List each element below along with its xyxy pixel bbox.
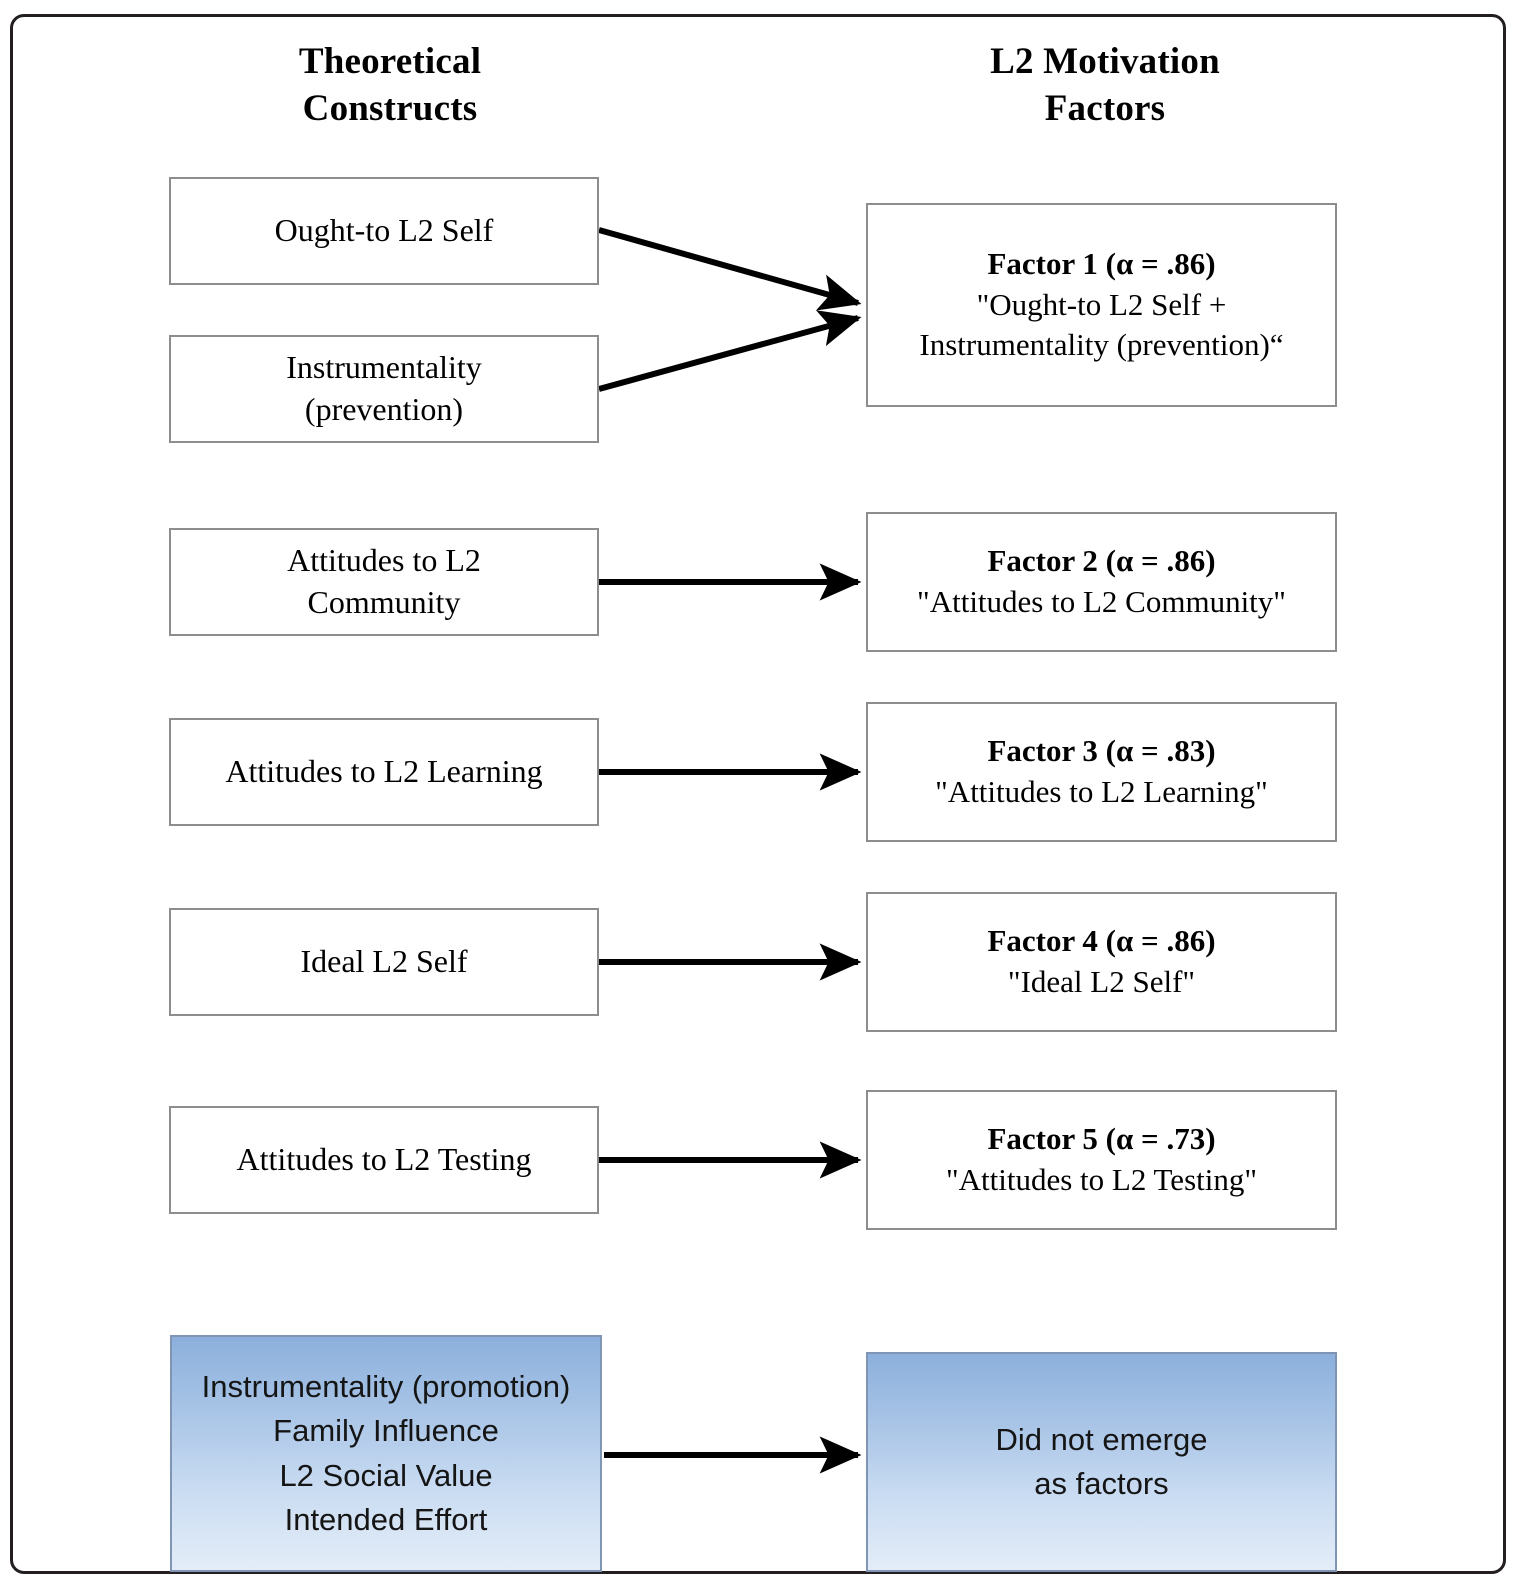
construct-box-instrumentality-prevention[interactable]: Instrumentality(prevention)	[169, 335, 599, 443]
construct-label: Attitudes to L2 Learning	[225, 753, 543, 790]
construct-box-ideal-l2-self[interactable]: Ideal L2 Self	[169, 908, 599, 1016]
arrow-instrumentality-prevention-to-factor-1	[598, 310, 862, 392]
factor-name: "Attitudes to L2 Testing"	[945, 1162, 1258, 1197]
factor-box-factor-5[interactable]: Factor 5 (α = .73) "Attitudes to L2 Test…	[866, 1090, 1337, 1230]
factor-title: Factor 5 (α = .73)	[987, 1121, 1216, 1157]
factor-title: Factor 3 (α = .83)	[987, 733, 1216, 769]
factor-title: Factor 4 (α = .86)	[987, 923, 1216, 959]
construct-box-attitudes-to-l2-learning[interactable]: Attitudes to L2 Learning	[169, 718, 599, 826]
construct-box-attitudes-to-l2-testing[interactable]: Attitudes to L2 Testing	[169, 1106, 599, 1214]
construct-label: Instrumentality(prevention)	[286, 349, 482, 427]
factor-box-factor-3[interactable]: Factor 3 (α = .83) "Attitudes to L2 Lear…	[866, 702, 1337, 842]
factor-name: "Attitudes to L2 Learning"	[935, 774, 1268, 809]
factor-name: "Ought-to L2 Self +Instrumentality (prev…	[919, 286, 1284, 363]
factor-box-factor-1[interactable]: Factor 1 (α = .86) "Ought-to L2 Self +In…	[866, 203, 1337, 407]
non-emerging-constructs-label: Instrumentality (promotion)Family Influe…	[201, 1369, 571, 1537]
construct-label: Ought-to L2 Self	[274, 212, 494, 249]
non-emerging-constructs-box[interactable]: Instrumentality (promotion)Family Influe…	[170, 1335, 602, 1572]
factor-name: "Ideal L2 Self"	[1007, 964, 1196, 999]
factor-box-factor-2[interactable]: Factor 2 (α = .86) "Attitudes to L2 Comm…	[866, 512, 1337, 652]
construct-label: Ideal L2 Self	[300, 943, 468, 980]
construct-label: Attitudes to L2 Testing	[236, 1141, 532, 1178]
factor-title: Factor 1 (α = .86)	[987, 245, 1216, 281]
construct-box-ought-to-l2-self[interactable]: Ought-to L2 Self	[169, 177, 599, 285]
factor-box-factor-4[interactable]: Factor 4 (α = .86) "Ideal L2 Self"	[866, 892, 1337, 1032]
factor-name: "Attitudes to L2 Community"	[917, 584, 1286, 619]
factor-title: Factor 2 (α = .86)	[987, 543, 1216, 579]
arrow-ought-to-l2-self-to-factor-1	[598, 227, 862, 311]
